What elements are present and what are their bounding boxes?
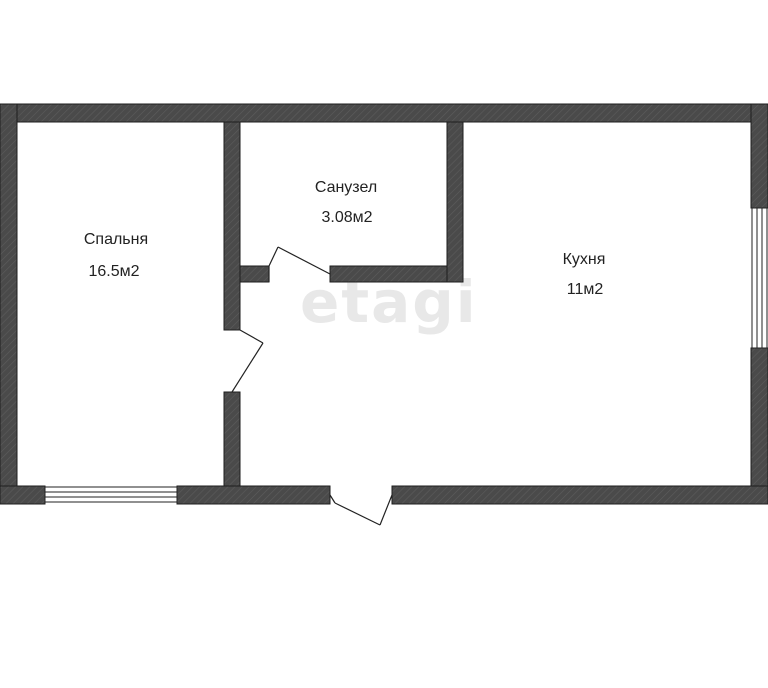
- room-name: Спальня: [84, 231, 148, 248]
- room-area: 11м2: [567, 281, 604, 298]
- window-bedroom: [44, 486, 178, 503]
- window-kitchen: [751, 207, 768, 349]
- partition-bathroom-bottom-right: [329, 265, 448, 283]
- room-name: Санузел: [315, 179, 377, 196]
- room-area: 3.08м2: [321, 209, 372, 226]
- outer-wall-bottom-mid: [176, 485, 331, 505]
- room-area: 16.5м2: [88, 263, 139, 280]
- partition-bedroom-upper: [223, 121, 241, 331]
- outer-wall-top: [0, 103, 768, 123]
- doors: [231, 246, 393, 526]
- outer-wall-left: [0, 103, 18, 505]
- partition-bedroom-lower: [223, 391, 241, 487]
- door-entrance: [329, 494, 393, 526]
- partition-bathroom-right: [446, 121, 464, 283]
- room-name: Кухня: [563, 251, 606, 268]
- outer-wall-bottom-left: [0, 485, 46, 505]
- room-kitchen: Кухня 11м2: [563, 251, 606, 298]
- door-bathroom: [268, 246, 331, 282]
- partition-bathroom-bottom-left: [239, 265, 270, 283]
- door-bedroom: [231, 329, 264, 393]
- outer-wall-right-upper: [750, 103, 768, 209]
- outer-wall-bottom-right: [391, 485, 768, 505]
- outer-wall-right-lower: [750, 347, 768, 505]
- room-bedroom: Спальня 16.5м2: [84, 231, 148, 280]
- room-bathroom: Санузел 3.08м2: [315, 179, 377, 226]
- walls: [0, 103, 768, 505]
